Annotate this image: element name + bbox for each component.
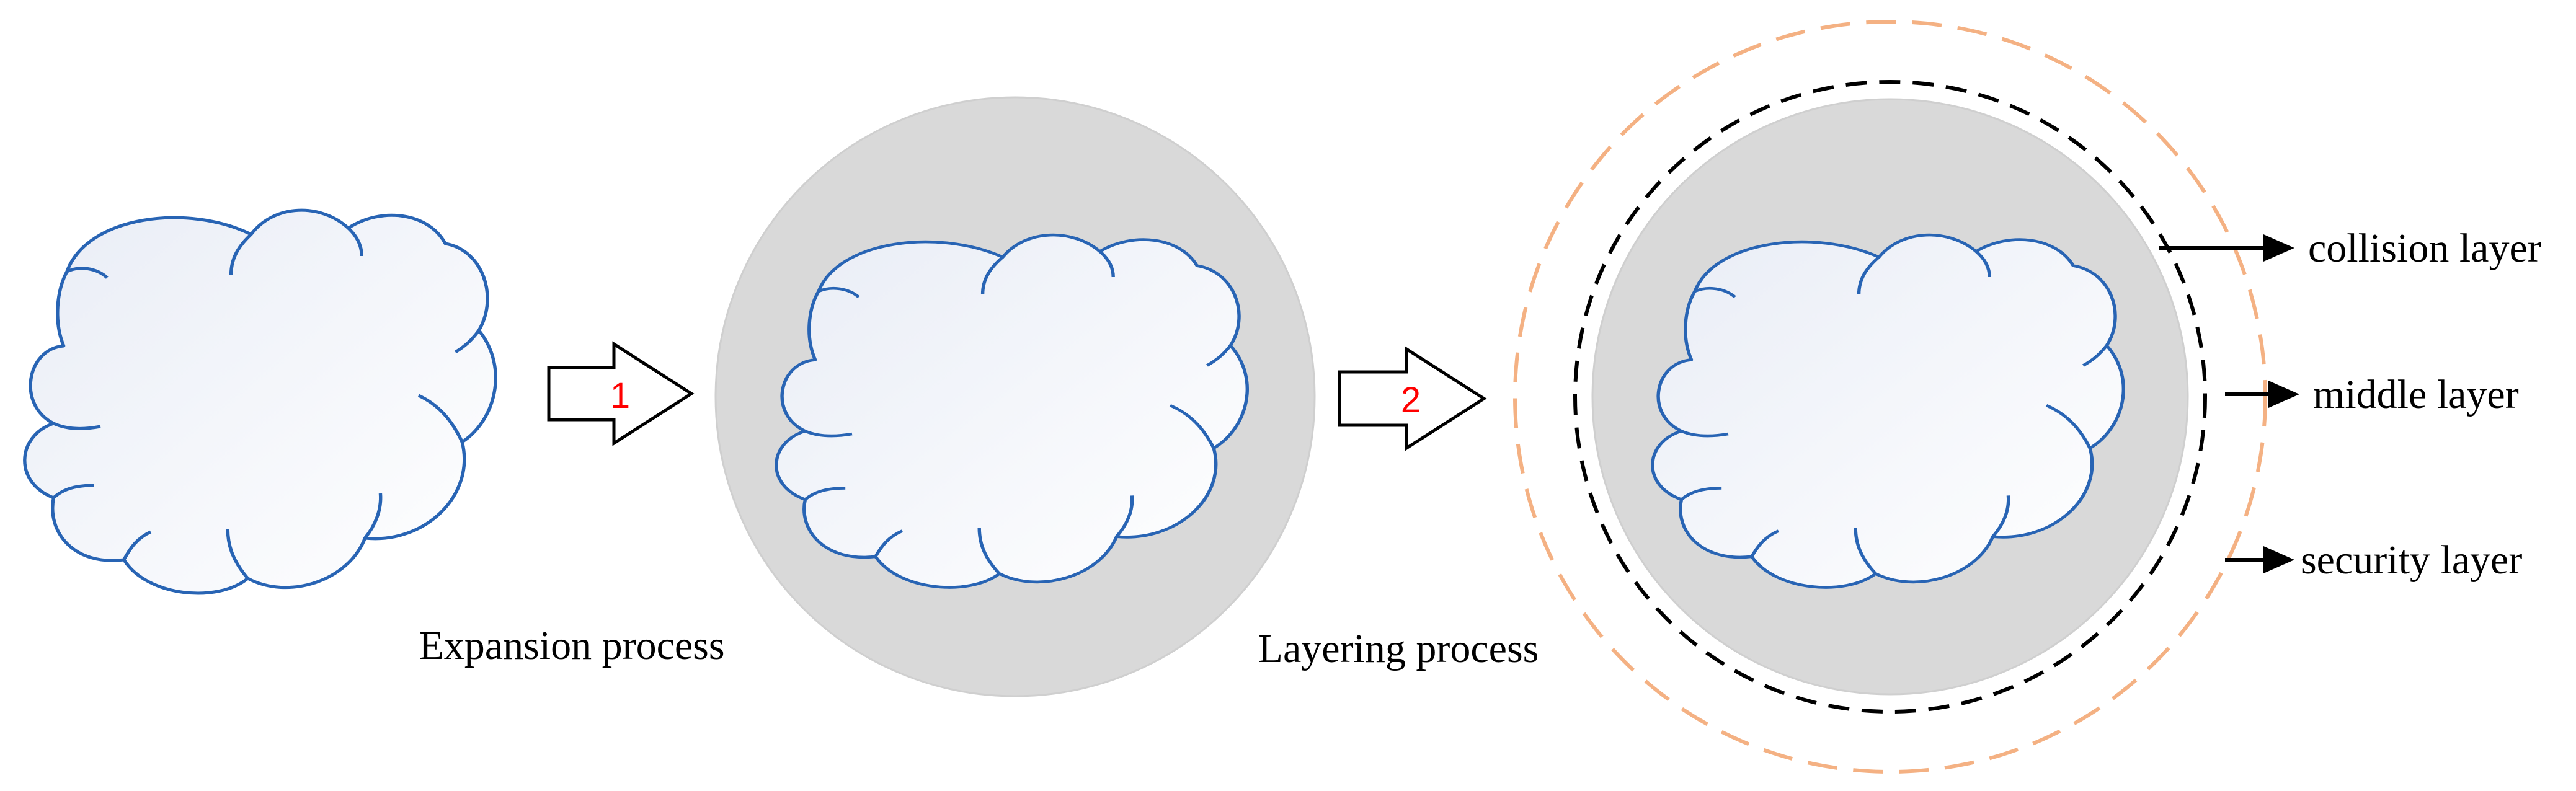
obstacle-cloud-original — [25, 210, 495, 593]
label-collision-layer: collision layer — [2308, 226, 2541, 271]
caption-expansion-process: Expansion process — [419, 623, 724, 668]
layered-region — [1513, 20, 2267, 774]
security-layer-callout: security layer — [2225, 537, 2522, 583]
label-security-layer: security layer — [2301, 537, 2522, 583]
caption-layering-process: Layering process — [1258, 626, 1539, 671]
arrow-right-icon — [2268, 381, 2299, 408]
step-number-2: 2 — [1401, 380, 1421, 420]
process-arrow-expansion: 1 — [547, 341, 695, 446]
expanded-region — [714, 96, 1316, 697]
label-middle-layer: middle layer — [2313, 372, 2519, 417]
arrow-right-icon — [2263, 546, 2294, 573]
middle-layer-ring — [1573, 80, 2207, 714]
arrow-right-icon — [2263, 234, 2294, 262]
security-layer-ring — [1513, 20, 2267, 774]
collision-layer-callout: collision layer — [2159, 226, 2541, 271]
process-arrow-layering: 2 — [1338, 346, 1487, 451]
step-number-1: 1 — [610, 376, 630, 416]
middle-layer-callout: middle layer — [2225, 372, 2519, 417]
